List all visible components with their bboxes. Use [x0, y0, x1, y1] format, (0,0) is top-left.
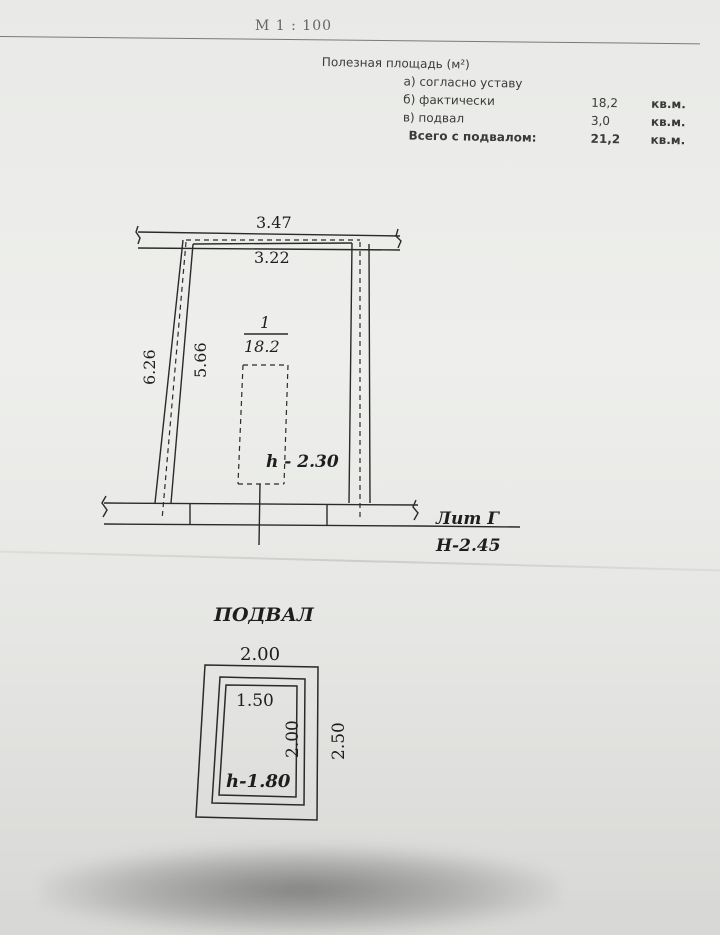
basement-outer-length: 2.50 — [329, 722, 349, 760]
axis-tick — [259, 484, 260, 545]
outer-width-label: 3.47 — [256, 213, 292, 232]
bottom-wall-top — [104, 503, 418, 505]
ceiling-height-label: h - 2.30 — [266, 452, 339, 472]
outer-length-label: 6.26 — [140, 349, 159, 385]
left-outer-wall — [155, 240, 183, 503]
right-inner-wall — [349, 243, 352, 503]
left-inner-wall — [171, 244, 193, 503]
room-area-label: 18.2 — [244, 337, 280, 356]
top-inner-wall — [193, 243, 352, 244]
dashed-left — [162, 242, 186, 520]
main-plan — [102, 226, 520, 545]
basement-title: ПОДВАЛ — [213, 604, 315, 626]
document-sheet: М 1 : 100 Полезная площадь (м²) а) согла… — [0, 0, 720, 900]
break-mark-right-top — [396, 229, 401, 248]
basement-inner-width: 1.50 — [236, 691, 274, 711]
basement-outer-width: 2.00 — [240, 644, 280, 665]
room-number-label: 1 — [260, 313, 270, 332]
inner-length-label: 5.66 — [191, 342, 210, 378]
inner-width-label: 3.22 — [254, 248, 290, 267]
basement-ceiling-height: h-1.80 — [226, 771, 291, 792]
break-mark-left-bottom — [102, 496, 107, 517]
building-height-label: Н-2.45 — [435, 536, 501, 556]
break-mark-right-bottom — [413, 500, 418, 520]
break-mark-left-top — [136, 226, 140, 244]
pit-left — [238, 365, 243, 484]
floor-plan-drawing: 3.47 3.22 6.26 5.66 1 18.2 h - 2.30 Лит … — [0, 0, 720, 900]
lit-label: Лит Г — [435, 509, 500, 529]
dashed-lines — [162, 240, 360, 520]
bottom-wall-bottom — [104, 524, 418, 526]
top-outer-wall — [138, 232, 400, 236]
right-outer-wall — [369, 244, 370, 503]
basement-inner-length: 2.00 — [283, 720, 303, 758]
